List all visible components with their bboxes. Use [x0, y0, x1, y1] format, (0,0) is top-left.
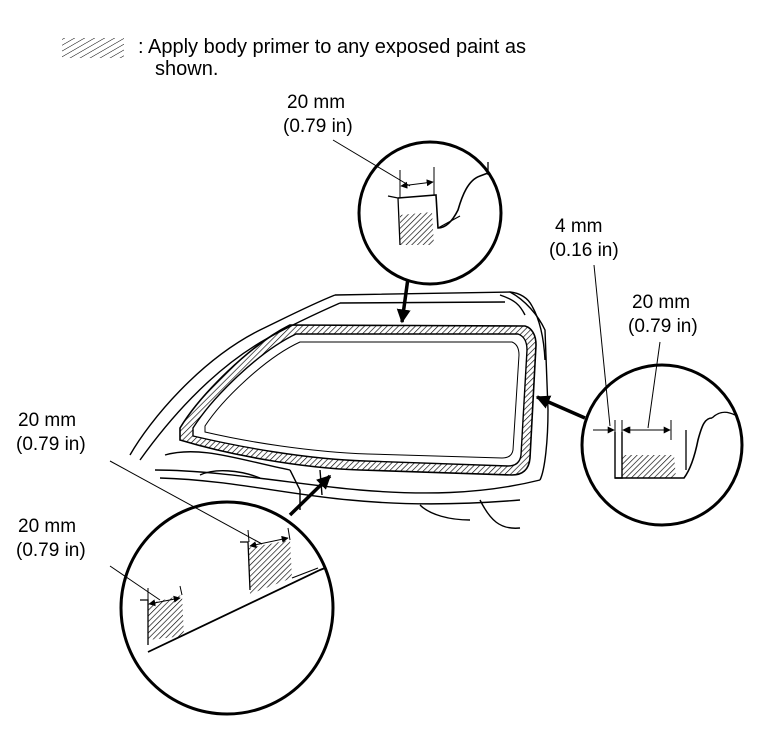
legend-line-2: shown. [155, 58, 219, 80]
bottom-upper-callout-mm: 20 mm [18, 410, 77, 431]
right-gap-callout-mm: 4 mm [555, 216, 603, 237]
bottom-lower-callout-inch: (0.79 in) [16, 540, 86, 561]
magnifier-pointers [288, 277, 586, 517]
bottom-upper-callout-inch: (0.79 in) [16, 434, 86, 455]
right-detail-magnifier [580, 264, 744, 527]
car-body-outline [129, 291, 549, 529]
top-detail-magnifier [332, 139, 503, 286]
bottom-lower-callout-mm: 20 mm [18, 516, 77, 537]
right-width-callout-inch: (0.79 in) [628, 316, 698, 337]
top-callout-mm: 20 mm [287, 92, 346, 113]
right-gap-callout-inch: (0.16 in) [549, 240, 619, 261]
bottom-detail-magnifier [109, 460, 335, 716]
hatch-swatch-icon [62, 38, 124, 58]
legend-line-1: : Apply body primer to any exposed paint… [138, 36, 527, 58]
windshield [179, 324, 537, 476]
top-callout-inch: (0.79 in) [283, 116, 353, 137]
right-width-callout-mm: 20 mm [632, 292, 691, 313]
